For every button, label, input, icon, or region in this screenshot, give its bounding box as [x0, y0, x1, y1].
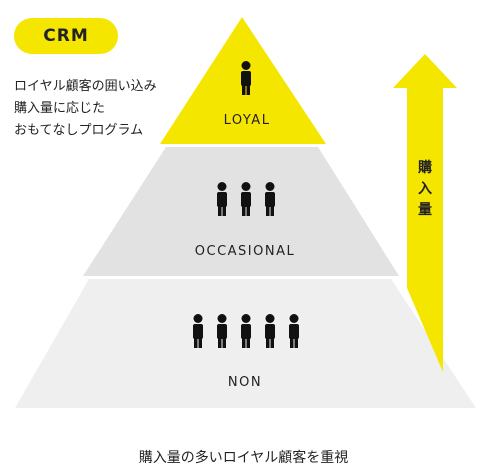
arrow-label-char-3: 量	[418, 202, 432, 218]
people-group-loyal	[241, 61, 251, 95]
tier-label-occasional: OCCASIONAL	[195, 244, 295, 259]
tier-label-non: NON	[228, 375, 262, 390]
arrow-label-char-1: 購	[417, 159, 432, 176]
tier-occasional	[83, 147, 399, 276]
footer-caption: 購入量の多いロイヤル顧客を重視	[138, 450, 349, 466]
person-icon	[193, 314, 203, 348]
description-line-2: 購入量に応じた	[14, 101, 106, 116]
tier-label-loyal: LOYAL	[224, 113, 271, 128]
description-line-3: おもてなしプログラム	[14, 123, 144, 138]
purchase-volume-arrow	[393, 54, 457, 372]
person-icon	[217, 314, 227, 348]
description-line-1: ロイヤル顧客の囲い込み	[14, 79, 157, 94]
crm-badge-label: CRM	[43, 26, 89, 46]
person-icon	[217, 182, 227, 216]
person-icon	[241, 61, 251, 95]
pyramid-diagram: LOYAL OCCASIONAL NON 購 入 量	[15, 17, 476, 408]
person-icon	[265, 182, 275, 216]
people-group-occasional	[217, 182, 275, 216]
crm-badge: CRM	[14, 18, 118, 54]
arrow-label-char-2: 入	[418, 181, 432, 197]
people-group-non	[193, 314, 299, 348]
person-icon	[241, 314, 251, 348]
description: ロイヤル顧客の囲い込み 購入量に応じた おもてなしプログラム	[14, 76, 184, 142]
person-icon	[265, 314, 275, 348]
person-icon	[241, 182, 251, 216]
person-icon	[289, 314, 299, 348]
